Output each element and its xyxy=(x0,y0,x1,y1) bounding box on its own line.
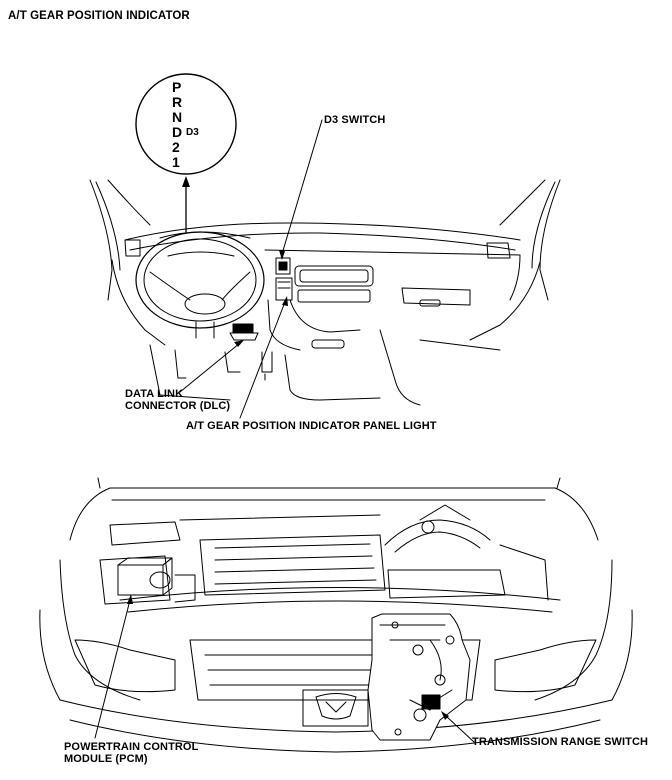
arrow-icon xyxy=(127,594,133,604)
page-title: A/T GEAR POSITION INDICATOR xyxy=(8,10,190,22)
gear-n: N xyxy=(172,109,182,125)
trs-label: TRANSMISSION RANGE SWITCH xyxy=(472,736,649,748)
dlc-label-line1: DATA LINK xyxy=(125,388,184,400)
gear-1: 1 xyxy=(172,154,180,170)
arrow-icon xyxy=(282,296,288,306)
interior-leaders xyxy=(179,119,323,419)
engine-bay-illustration xyxy=(39,477,633,753)
arrow-up-icon xyxy=(182,176,190,187)
gear-2: 2 xyxy=(172,139,180,155)
arrow-icon xyxy=(441,711,449,720)
pcm-label-line2: MODULE (PCM) xyxy=(64,753,148,765)
gear-d3: D3 xyxy=(186,127,199,138)
arrow-icon xyxy=(234,340,244,347)
dashboard-illustration xyxy=(89,179,561,406)
engine-leaders xyxy=(94,594,475,743)
arrow-icon xyxy=(279,250,285,260)
dlc-label-line2: CONNECTOR (DLC) xyxy=(125,400,231,412)
panel-light-label: A/T GEAR POSITION INDICATOR PANEL LIGHT xyxy=(186,420,437,432)
gear-d: D xyxy=(172,124,182,140)
gear-p: P xyxy=(172,79,181,95)
d3-switch-label: D3 SWITCH xyxy=(324,114,386,126)
pcm-label-line1: POWERTRAIN CONTROL xyxy=(64,741,199,753)
gear-indicator-callout: P R N D D3 2 1 xyxy=(135,73,237,233)
gear-r: R xyxy=(172,94,182,110)
